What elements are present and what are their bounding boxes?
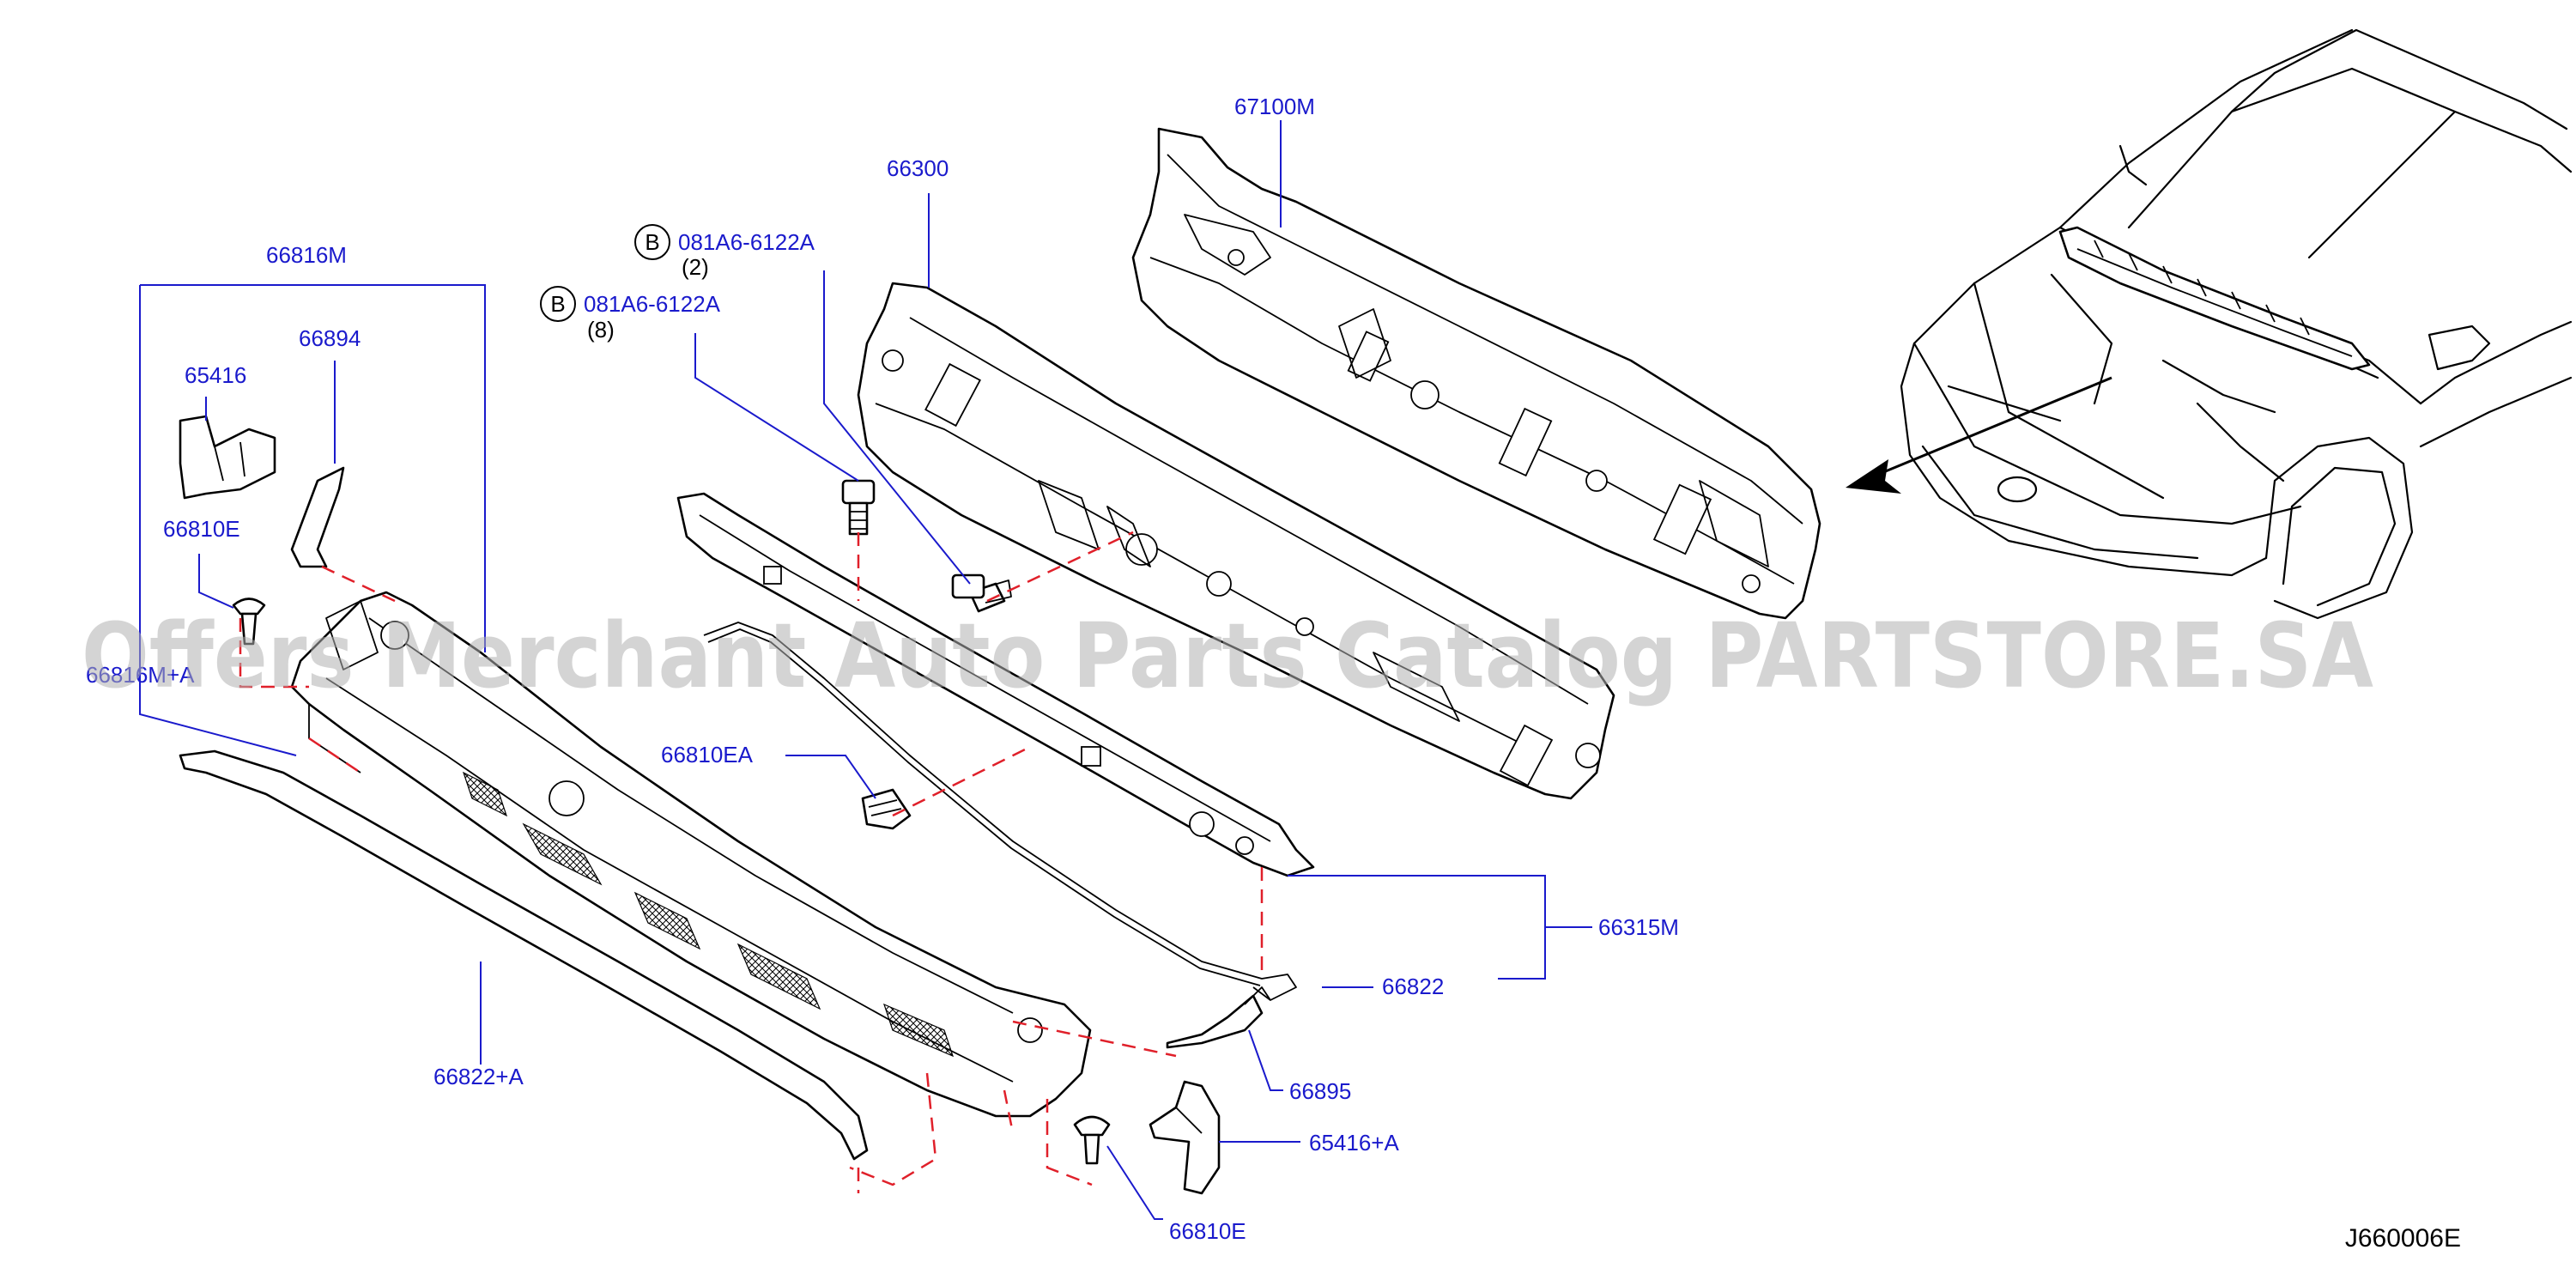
label-66822: 66822: [1382, 974, 1444, 999]
part-65416-bracket: [179, 415, 276, 500]
label-081A6-6122A-upper: 081A6-6122A: [678, 229, 815, 255]
watermark: Offers Merchant Auto Parts Catalog PARTS…: [82, 604, 2373, 708]
label-66816MA: 66816M+A: [86, 662, 195, 688]
label-65416: 65416: [185, 362, 246, 388]
label-66894: 66894: [299, 325, 361, 351]
part-66816M-cowl-grille: [290, 591, 1092, 1118]
part-66810EA-clip: [861, 788, 912, 830]
assembly-guide-lines: [239, 531, 1264, 1193]
part-66822-seal: [703, 622, 1297, 1001]
callout-b-lower: B: [540, 286, 576, 322]
part-66315M-cowl-cover: [676, 492, 1315, 877]
label-66822A: 66822+A: [433, 1064, 524, 1089]
part-66300-cowl-top: [857, 282, 1615, 800]
bolt-081A6-6122A-upper: [951, 573, 1012, 613]
label-66816M: 66816M: [266, 242, 347, 268]
part-65416A-bracket: [1149, 1080, 1221, 1195]
part-labels: 67100M 66300 66816M 66894 65416 66810E 6…: [86, 94, 1679, 1244]
label-66895: 66895: [1289, 1078, 1351, 1104]
label-65416A: 65416+A: [1309, 1130, 1399, 1156]
part-66810E-clip-bottom: [1073, 1115, 1111, 1165]
svg-text:B: B: [645, 229, 659, 255]
label-081A6-6122A-upper-qty: (2): [682, 254, 709, 280]
label-081A6-6122A-lower-qty: (8): [587, 317, 615, 343]
label-66810EA: 66810EA: [661, 742, 754, 767]
label-66810E-bottom: 66810E: [1169, 1218, 1246, 1244]
leader-lines: [139, 120, 1592, 1220]
part-66895-side-seal: [1166, 986, 1271, 1049]
diagram-code: J660006E: [2345, 1224, 2461, 1253]
callout-b-upper: B: [634, 224, 670, 260]
label-66810E-top: 66810E: [163, 516, 240, 542]
part-66894-side-seal: [290, 466, 345, 568]
label-67100M: 67100M: [1234, 94, 1315, 119]
label-66300: 66300: [887, 155, 949, 181]
label-66315M: 66315M: [1598, 914, 1679, 940]
svg-text:B: B: [550, 291, 565, 317]
part-66810E-clip-top: [232, 598, 266, 646]
part-66822A-seal-strip: [179, 749, 869, 1161]
vehicle-illustration: [1846, 28, 2573, 620]
label-081A6-6122A-lower: 081A6-6122A: [584, 291, 721, 317]
bolt-081A6-6122A-lower: [841, 479, 876, 536]
part-67100M-dash-upper-panel: [1131, 127, 1821, 620]
